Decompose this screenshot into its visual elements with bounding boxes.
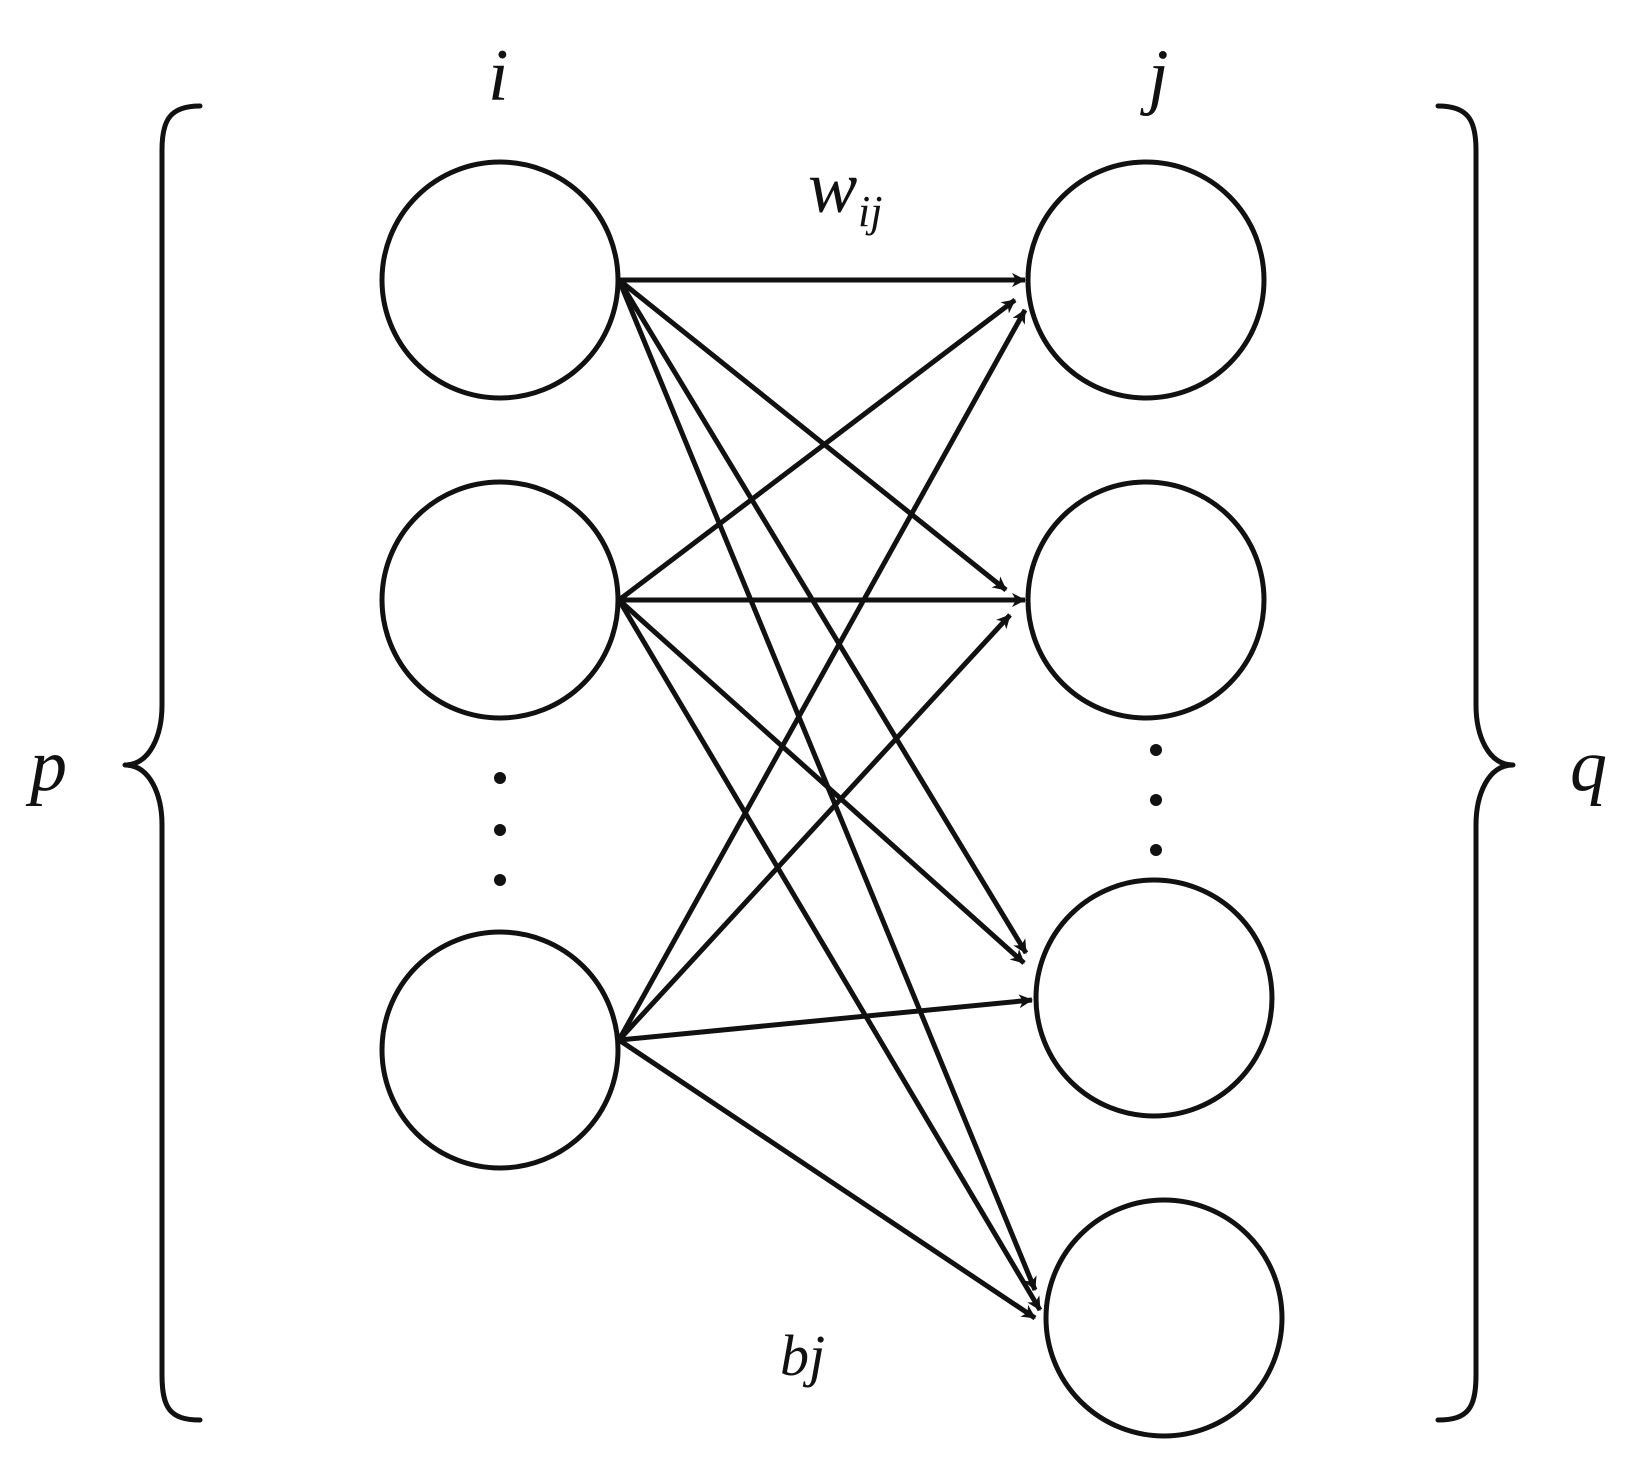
connection-1-3 [616,278,1029,955]
output-node-3 [1033,877,1275,1119]
ellipsis-dot [1150,744,1162,756]
input-count-label: p [25,725,67,807]
connection-p-3 [618,994,1033,1043]
connection-p-2 [617,613,1012,1042]
connection-1-2 [617,278,1008,592]
connection-2-4 [616,598,1043,1312]
output-node-2 [1025,479,1267,721]
output-layer [1025,159,1285,1439]
input-layer-brace [122,103,203,1423]
connections [616,273,1043,1321]
ellipsis-dot [1150,844,1162,856]
weight-label-subscript: ij [858,187,882,236]
connection-p-1 [616,308,1028,1042]
connection-2-1 [617,298,1017,602]
output-count-label: q [1570,725,1607,807]
connection-2-3 [617,598,1026,965]
connection-p-4 [617,1037,1037,1321]
output-layer-brace [1435,103,1516,1423]
input-layer [379,159,621,1171]
ellipsis-dot [494,772,506,784]
output-node-1 [1025,159,1267,401]
output-node-q [1043,1197,1285,1439]
ellipsis-dot [494,874,506,886]
weight-label: w ij [808,147,882,236]
input-node-p [379,929,621,1171]
input-ellipsis [494,772,506,886]
ellipsis-dot [1150,794,1162,806]
input-node-1 [379,159,621,401]
input-node-2 [379,479,621,721]
output-layer-label: j [1140,35,1169,117]
input-layer-label: i [488,35,509,117]
output-ellipsis [1150,744,1162,856]
weight-label-main: w [808,147,857,229]
bias-label: bj [780,1323,825,1388]
ellipsis-dot [494,824,506,836]
